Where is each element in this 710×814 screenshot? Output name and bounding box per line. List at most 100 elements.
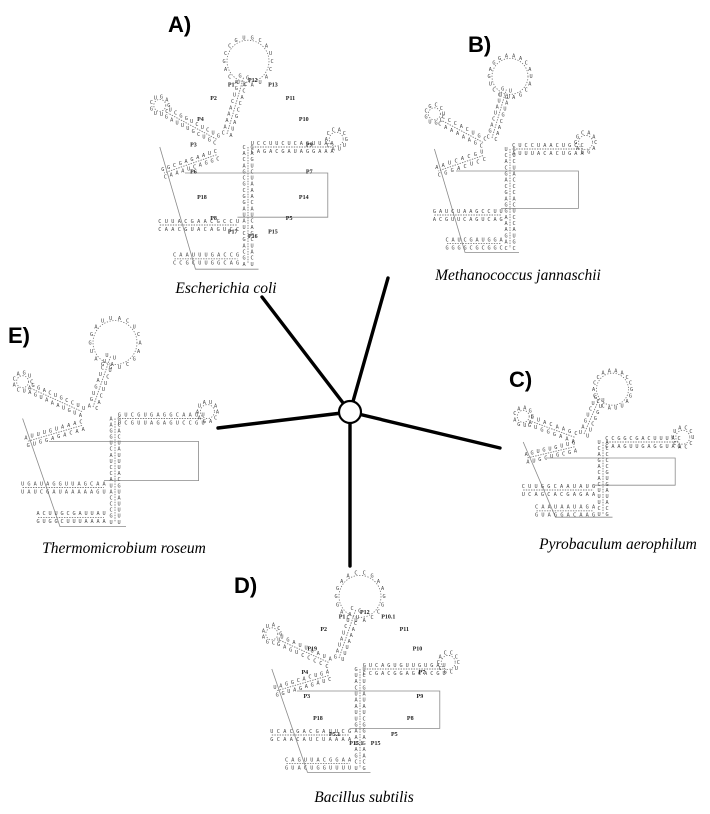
nucleotide: G [335,594,338,600]
nucleotide: G [540,427,543,433]
hairpin-loop [16,375,30,389]
nucleotide: A [355,729,359,735]
hairpin-loop [226,39,270,83]
nucleotide: A [363,618,367,624]
nucleotide: U [212,131,215,137]
nucleotide: C [513,411,516,417]
nucleotide: G [49,519,52,525]
nucleotide: C [126,362,129,368]
nucleotide: A [565,436,569,442]
nucleotide: G [568,143,571,149]
helix-label: P3 [190,142,197,148]
helix-label: P18 [313,716,323,722]
helix-label: P6 [190,170,197,176]
nucleotide: C [505,246,508,252]
nucleotide: C [195,122,198,128]
nucleotide: C [110,447,113,453]
nucleotide: A [461,156,465,162]
nucleotide: C [430,671,433,677]
nucleotide: C [363,571,366,577]
nucleotide: C [547,492,550,498]
nucleotide: G [281,149,284,155]
nucleotide: C [562,451,565,457]
nucleotide: A [110,453,114,459]
nucleotide: G [27,443,30,449]
nucleotide: U [443,663,446,669]
nucleotide: C [513,221,516,227]
nucleotide: G [488,245,491,251]
nucleotide: U [73,519,76,525]
nucleotide: G [210,158,213,164]
nucleotide: U [91,511,94,517]
nucleotide: A [329,737,333,743]
nucleotide: A [34,481,38,487]
nucleotide: G [381,602,384,608]
nucleotide: A [567,513,571,519]
helix-label: P4 [197,117,204,123]
nucleotide: A [229,105,233,111]
nucleotide: G [547,484,550,490]
nucleotide: G [246,76,249,82]
nucleotide: A [592,505,596,511]
nucleotide: C [444,651,447,657]
nucleotide: C [342,729,345,735]
nucleotide: U [176,420,179,426]
helix-label: P11 [286,96,295,102]
nucleotide: U [442,112,445,118]
nucleotide: G [243,182,246,188]
nucleotide: C [164,175,167,181]
nucleotide: G [505,172,508,178]
nucleotide: C [251,237,254,243]
nucleotide: U [144,420,147,426]
nucleotide: C [531,415,534,421]
nucleotide: C [173,261,176,267]
nucleotide: U [277,637,280,643]
species-label-pyrobaculum-aerophilum: Pyrobaculum aerophilum [538,536,697,553]
species-label-methanococcus-jannaschii: Methanococcus jannaschii [434,267,601,284]
nucleotide: G [217,261,220,267]
nucleotide: G [554,445,557,451]
nucleotide: G [329,757,332,763]
nucleotide: C [179,261,182,267]
nucleotide: C [110,508,113,514]
helix-label: P3 [303,694,310,700]
nucleotide: U [598,440,601,446]
nucleotide: U [621,403,624,409]
nucleotide: C [556,143,559,149]
nucleotide: C [377,610,380,616]
nucleotide: A [549,151,553,157]
nucleotide: A [528,81,532,87]
nucleotide: U [169,107,172,113]
nucleotide: A [288,149,292,155]
nucleotide: G [587,150,590,156]
nucleotide: C [263,141,266,147]
nucleotide: A [73,421,77,427]
nucleotide: G [598,458,601,464]
nucleotide: C [513,184,516,190]
nucleotide: G [118,412,121,418]
nucleotide: A [340,579,344,585]
nucleotide: U [532,458,535,464]
nucleotide: C [606,458,609,464]
nucleotide: U [280,635,283,641]
nucleotide: G [96,489,99,495]
nucleotide: U [659,436,662,442]
nucleotide: G [251,145,254,151]
nucleotide: G [592,484,595,490]
panel-letter-a: A) [168,12,191,37]
nucleotide: C [251,200,254,206]
nucleotide: A [549,143,553,149]
nucleotide: A [348,757,352,763]
nucleotide: A [243,219,247,225]
nucleotide: C [206,128,209,134]
nucleotide: G [118,416,121,422]
nucleotide: A [493,217,497,223]
nucleotide: G [470,237,473,243]
nucleotide: C [189,420,192,426]
nucleotide: G [505,190,508,196]
nucleotide: C [454,121,457,127]
nucleotide: C [178,227,181,233]
nucleotide: G [451,168,454,174]
nucleotide: U [201,125,204,131]
